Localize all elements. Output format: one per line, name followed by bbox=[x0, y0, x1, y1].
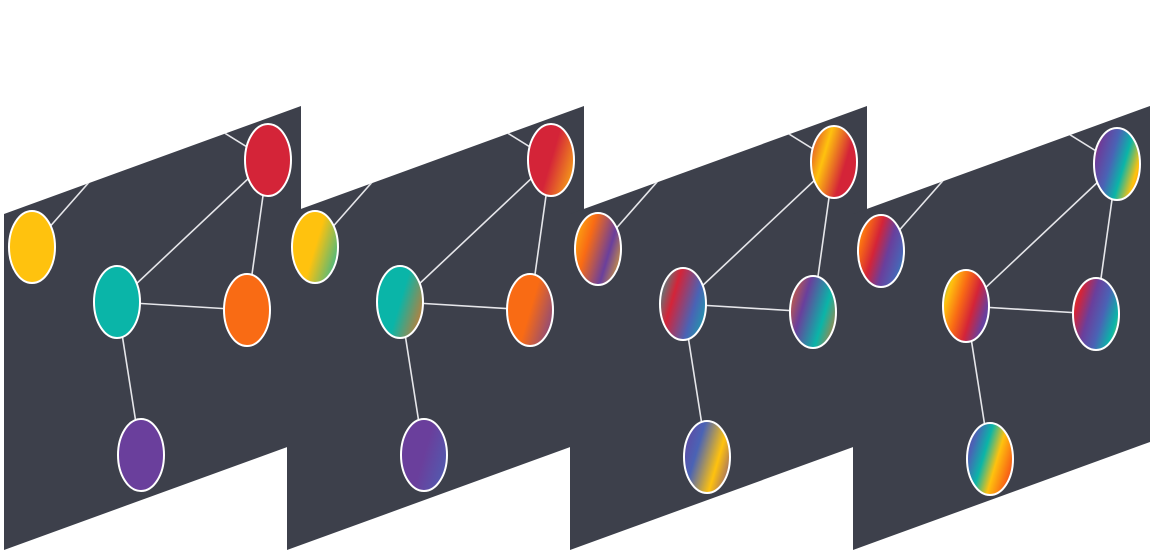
node-blue bbox=[141, 106, 189, 133]
node-red bbox=[810, 125, 858, 199]
graph-panel-1 bbox=[4, 106, 301, 550]
node-blue bbox=[424, 106, 472, 133]
node-teal bbox=[659, 267, 707, 341]
edge-red-teal bbox=[116, 159, 269, 303]
node-orange bbox=[506, 273, 554, 347]
node-red bbox=[527, 123, 575, 197]
panel-background bbox=[4, 106, 301, 550]
node-blue bbox=[990, 106, 1038, 137]
panel-background bbox=[570, 106, 867, 550]
edge-red-teal bbox=[682, 161, 835, 305]
node-blue bbox=[707, 106, 755, 135]
graph-panel-3 bbox=[570, 106, 867, 550]
node-teal bbox=[942, 269, 990, 343]
panels-layer bbox=[4, 106, 1150, 550]
node-orange bbox=[223, 273, 271, 347]
panel-content bbox=[8, 106, 292, 492]
node-teal bbox=[93, 265, 141, 339]
node-yellow bbox=[574, 212, 622, 286]
node-purple bbox=[966, 422, 1014, 496]
node-red bbox=[1093, 127, 1141, 201]
graph-panel-4 bbox=[853, 106, 1150, 550]
panel-content bbox=[291, 106, 575, 492]
node-orange bbox=[1072, 277, 1120, 351]
node-purple bbox=[117, 418, 165, 492]
node-yellow bbox=[8, 210, 56, 284]
node-teal bbox=[376, 265, 424, 339]
node-purple bbox=[400, 418, 448, 492]
panel-background bbox=[287, 106, 584, 550]
panel-background bbox=[853, 106, 1150, 550]
node-yellow bbox=[857, 214, 905, 288]
graph-panel-2 bbox=[287, 106, 584, 550]
edge-red-teal bbox=[965, 163, 1118, 307]
node-orange bbox=[789, 275, 837, 349]
node-red bbox=[244, 123, 292, 197]
node-purple bbox=[683, 420, 731, 494]
node-yellow bbox=[291, 210, 339, 284]
edge-red-teal bbox=[399, 159, 552, 303]
